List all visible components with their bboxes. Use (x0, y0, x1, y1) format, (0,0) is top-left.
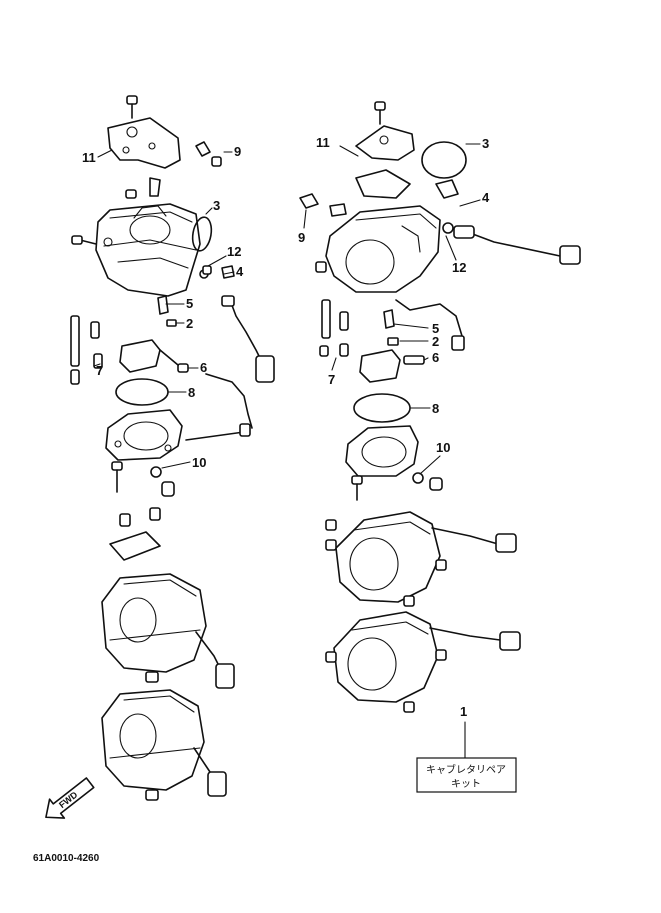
callout-left-8: 8 (188, 385, 195, 400)
callout-left-7: 7 (96, 363, 103, 378)
callout-right-9: 9 (298, 230, 305, 245)
repair-kit-callout: 1 キャブレタリペア キット (416, 704, 517, 793)
callout-right-11: 11 (316, 135, 330, 150)
left-top-screw (126, 95, 138, 119)
callout-kit-1: 1 (460, 704, 467, 719)
right-cover-plate (355, 125, 415, 161)
callout-right-8: 8 (432, 401, 439, 416)
callout-left-5: 5 (186, 296, 193, 311)
right-exploded-carburetor (299, 101, 581, 501)
right-callouts: 11 3 4 9 12 5 2 6 7 8 10 (298, 135, 490, 475)
callout-right-12: 12 (452, 260, 466, 275)
repair-kit-label-line1: キャブレタリペア (426, 763, 506, 776)
left-cover-plate (107, 117, 181, 169)
callout-right-2: 2 (432, 334, 439, 349)
callout-right-5: 5 (432, 321, 439, 336)
repair-kit-label-line2: キット (451, 779, 481, 790)
callout-right-4: 4 (482, 190, 490, 205)
callout-right-6: 6 (432, 350, 439, 365)
right-carburetor-body (325, 205, 441, 293)
callout-right-3: 3 (482, 136, 489, 151)
callout-left-12: 12 (227, 244, 241, 259)
left-gasket-ring (115, 378, 169, 406)
right-gasket-ring (353, 393, 411, 423)
callout-left-3: 3 (213, 198, 220, 213)
callout-left-10: 10 (192, 455, 206, 470)
callout-left-11: 11 (82, 150, 96, 165)
callout-left-2: 2 (186, 316, 193, 331)
repair-kit-box (416, 757, 517, 793)
left-callouts: 11 9 3 12 4 5 2 6 7 8 10 (82, 144, 244, 470)
right-assembled-carburetors (325, 511, 521, 713)
callout-right-7: 7 (328, 372, 335, 387)
callout-left-4: 4 (236, 264, 244, 279)
callout-left-6: 6 (200, 360, 207, 375)
left-exploded-carburetor (70, 95, 275, 497)
callout-left-9: 9 (234, 144, 241, 159)
fwd-arrow-icon: FWD (45, 777, 95, 819)
left-assembled-carburetors (101, 507, 235, 801)
left-carburetor-body (95, 203, 201, 297)
diagram-code: 61A0010-4260 (33, 853, 100, 864)
callout-right-10: 10 (436, 440, 450, 455)
